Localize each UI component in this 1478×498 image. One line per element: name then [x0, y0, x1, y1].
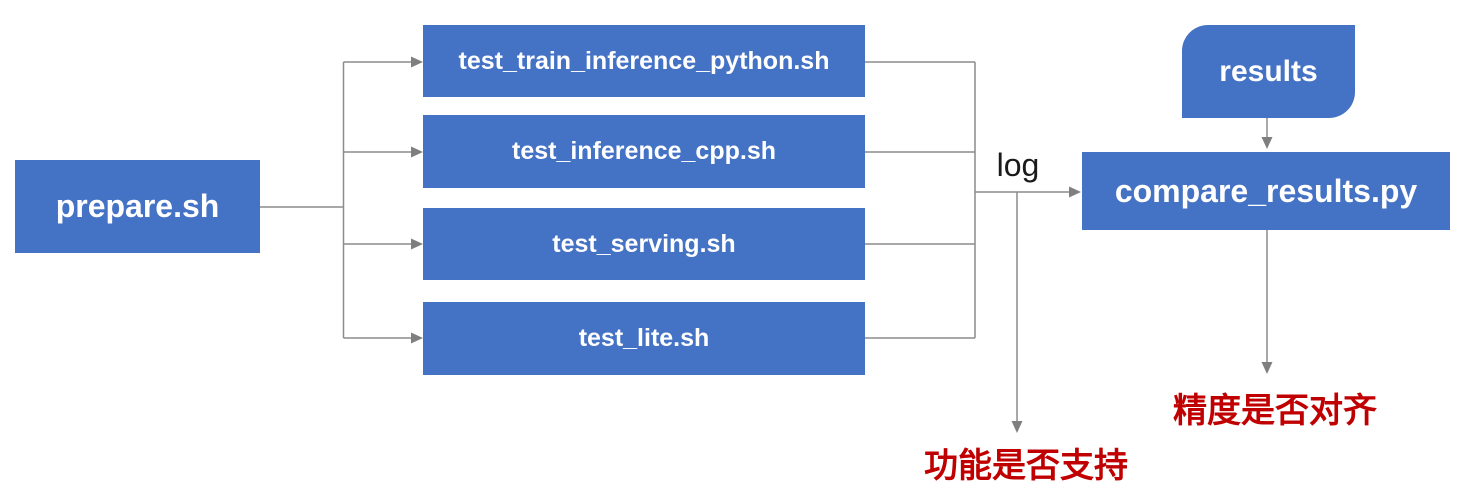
note-precision-aligned: 精度是否对齐 — [1173, 392, 1377, 430]
node-test-serving-sh: test_serving.sh — [423, 208, 865, 280]
node-test-train-inference-python-sh: test_train_inference_python.sh — [423, 25, 865, 97]
note-function-support: 功能是否支持 — [924, 447, 1128, 485]
node-prepare-sh: prepare.sh — [15, 160, 260, 253]
node-test-lite-sh: test_lite.sh — [423, 302, 865, 375]
node-test-inference-cpp-sh: test_inference_cpp.sh — [423, 115, 865, 188]
node-compare-results-py: compare_results.py — [1082, 152, 1450, 230]
node-results: results — [1182, 25, 1355, 118]
log-label: log — [996, 147, 1040, 183]
